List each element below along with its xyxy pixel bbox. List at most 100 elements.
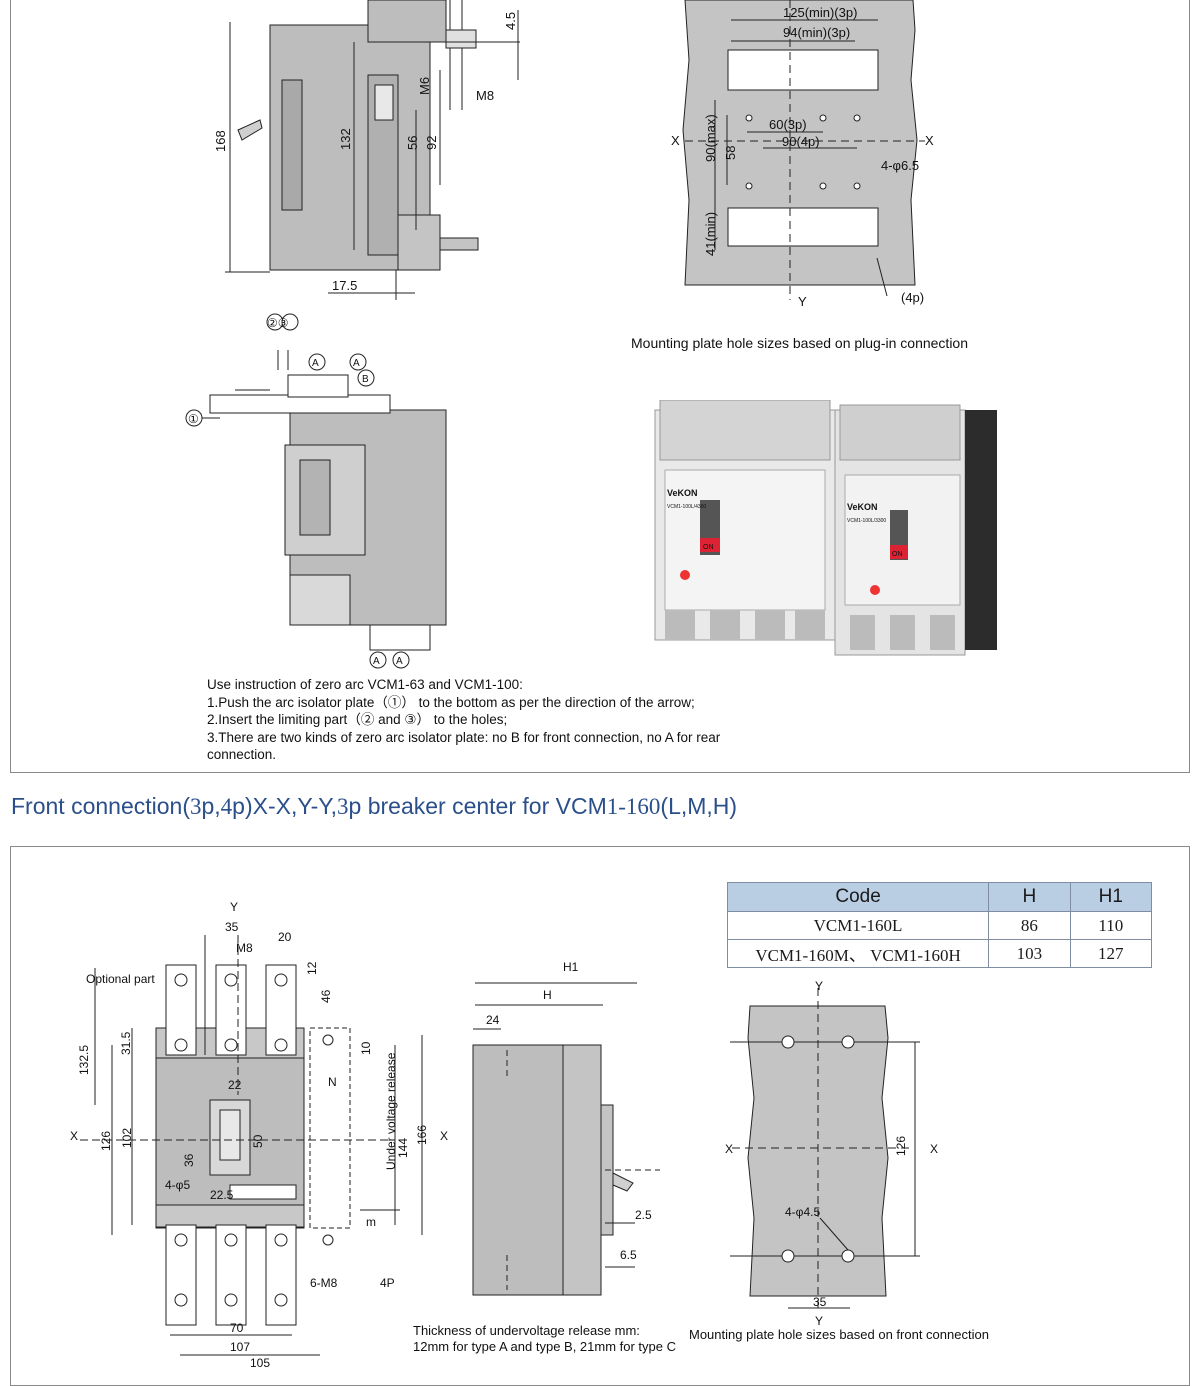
plate-axis-x-left: X bbox=[725, 1142, 733, 1156]
front-label-4p: 4P bbox=[380, 1276, 395, 1290]
cell-h1: 110 bbox=[1069, 911, 1153, 940]
axis-x-left: X bbox=[671, 133, 680, 148]
front-dim-36: 36 bbox=[182, 1153, 196, 1167]
front-dim-12: 12 bbox=[305, 961, 319, 975]
front-dim-166: 166 bbox=[415, 1125, 429, 1145]
side-dim-h1: H1 bbox=[563, 960, 579, 974]
label-a-bottom-1: A bbox=[373, 656, 380, 667]
front-mounting-plate-drawing: Y X X 126 4-φ4.5 35 Y bbox=[725, 979, 938, 1328]
front-dim-50: 50 bbox=[251, 1134, 265, 1148]
front-axis-x-right: X bbox=[440, 1129, 448, 1143]
undervoltage-note-2: 12mm for type A and type B, 21mm for typ… bbox=[413, 1339, 677, 1354]
dim-132: 132 bbox=[338, 128, 353, 150]
dim-168: 168 bbox=[213, 130, 228, 152]
instructions-step-2: 2.Insert the limiting part（② and ③） to t… bbox=[207, 712, 508, 727]
label-m6: M6 bbox=[417, 77, 432, 95]
photo-model-2: VCM1-100L/3300 bbox=[847, 518, 886, 524]
instructions-step-3b: connection. bbox=[207, 747, 277, 762]
table-row: VCM1-160M、 VCM1-160H 103 127 bbox=[726, 939, 1153, 968]
side-profile-drawing: H1 H 24 2.5 6.5 bbox=[472, 960, 660, 1296]
front-dim-22-5: 22.5 bbox=[210, 1188, 234, 1202]
front-optional-part: Optional part bbox=[86, 972, 155, 986]
dim-17-5: 17.5 bbox=[332, 278, 357, 293]
side-dim-6-5: 6.5 bbox=[620, 1248, 637, 1262]
front-dim-46: 46 bbox=[319, 989, 333, 1003]
plate-axis-x-right: X bbox=[930, 1142, 938, 1156]
front-label-m: m bbox=[366, 1215, 376, 1229]
front-mount-caption: Mounting plate hole sizes based on front… bbox=[689, 1327, 989, 1342]
side-dim-24: 24 bbox=[486, 1013, 500, 1027]
front-dim-10: 10 bbox=[359, 1041, 373, 1055]
label-parts-2-3: ②③ bbox=[267, 316, 289, 330]
dim-92: 92 bbox=[424, 136, 439, 150]
label-part-1: ① bbox=[188, 412, 199, 426]
plugin-mounting-plate-drawing: 125(min)(3p) 94(min)(3p) 60(3p) 90(4p) 9… bbox=[671, 0, 934, 309]
header-h: H bbox=[988, 882, 1071, 912]
plate-axis-y-top: Y bbox=[815, 979, 823, 993]
front-dim-70: 70 bbox=[230, 1321, 244, 1335]
front-label-m8: M8 bbox=[236, 941, 253, 955]
instructions-title: Use instruction of zero arc VCM1-63 and … bbox=[207, 677, 523, 692]
dim-60-3p: 60(3p) bbox=[769, 117, 807, 132]
instructions-step-3a: 3.There are two kinds of zero arc isolat… bbox=[207, 729, 721, 745]
label-b: B bbox=[362, 374, 369, 385]
cell-code: VCM1-160L bbox=[726, 911, 990, 940]
plate-dim-35: 35 bbox=[813, 1295, 827, 1309]
front-under-voltage: Under voltage release bbox=[384, 1052, 398, 1170]
axis-y: Y bbox=[798, 294, 807, 309]
dim-41-min: 41(min) bbox=[703, 212, 718, 256]
dim-90-4p: 90(4p) bbox=[782, 134, 820, 149]
code-table: Code H H1 VCM1-160L 86 110 VCM1-160M、 VC… bbox=[726, 882, 1153, 968]
breaker-product-photo: VeKON VCM1-100L/4300 ON VeKON VCM1-100L/… bbox=[654, 400, 997, 656]
front-dim-20: 20 bbox=[278, 930, 292, 944]
label-holes-6-5: 4-φ6.5 bbox=[881, 158, 919, 173]
plate-dim-126: 126 bbox=[894, 1136, 908, 1156]
front-dim-22: 22 bbox=[228, 1078, 242, 1092]
dim-90-max: 90(max) bbox=[703, 114, 718, 162]
front-axis-x-left: X bbox=[70, 1129, 78, 1143]
photo-brand-1: VeKON bbox=[667, 488, 698, 498]
table-row: VCM1-160L 86 110 bbox=[726, 911, 1153, 940]
front-dim-35: 35 bbox=[225, 920, 239, 934]
front-view-drawing: Y 35 20 M8 12 Optional part 46 132.5 31.… bbox=[70, 900, 448, 1370]
zero-arc-instructions: Use instruction of zero arc VCM1-63 and … bbox=[207, 676, 720, 764]
front-dim-102: 102 bbox=[120, 1128, 134, 1148]
header-code: Code bbox=[726, 882, 990, 912]
dim-125-min: 125(min)(3p) bbox=[783, 5, 857, 20]
dim-94-min: 94(min)(3p) bbox=[783, 25, 850, 40]
label-a-top-1: A bbox=[312, 358, 319, 369]
label-a-top-2: A bbox=[353, 358, 360, 369]
front-axis-y: Y bbox=[230, 900, 238, 914]
isolator-plate-drawing: ②③ A A B ① A A bbox=[185, 313, 447, 669]
undervoltage-note-1: Thickness of undervoltage release mm: bbox=[413, 1323, 640, 1338]
instructions-step-1: 1.Push the arc isolator plate（①） to the … bbox=[207, 694, 695, 710]
label-m8: M8 bbox=[476, 88, 494, 103]
photo-model-1: VCM1-100L/4300 bbox=[667, 504, 706, 510]
section-title: Front connection(3p,4p)X-X,Y-Y,3p breake… bbox=[11, 793, 738, 819]
plate-holes-4-5: 4-φ4.5 bbox=[785, 1205, 820, 1219]
label-a-bottom-2: A bbox=[396, 656, 403, 667]
cell-h: 103 bbox=[988, 939, 1071, 968]
front-dim-132-5: 132.5 bbox=[77, 1045, 91, 1075]
label-4p: (4p) bbox=[901, 290, 924, 305]
code-table-header: Code H H1 bbox=[726, 882, 1153, 912]
dim-56: 56 bbox=[405, 136, 420, 150]
front-holes-4-5: 4-φ5 bbox=[165, 1178, 190, 1192]
dim-4-5: 4.5 bbox=[503, 12, 518, 30]
front-label-6-m8: 6-M8 bbox=[310, 1276, 338, 1290]
front-dim-126: 126 bbox=[99, 1131, 113, 1151]
cell-h1: 127 bbox=[1069, 939, 1153, 968]
cell-h: 86 bbox=[988, 911, 1071, 940]
front-dim-31-5: 31.5 bbox=[119, 1031, 133, 1055]
side-dim-h: H bbox=[543, 988, 552, 1002]
dim-58: 58 bbox=[723, 146, 738, 160]
plate-axis-y-bottom: Y bbox=[815, 1314, 823, 1328]
cell-code: VCM1-160M、 VCM1-160H bbox=[726, 939, 990, 968]
axis-x-right: X bbox=[925, 133, 934, 148]
front-dim-144: 144 bbox=[396, 1138, 410, 1158]
plugin-mount-caption: Mounting plate hole sizes based on plug-… bbox=[631, 335, 969, 351]
photo-brand-2: VeKON bbox=[847, 502, 878, 512]
front-dim-107: 107 bbox=[230, 1340, 250, 1354]
photo-on-2: ON bbox=[892, 551, 903, 558]
front-label-n: N bbox=[328, 1075, 337, 1089]
